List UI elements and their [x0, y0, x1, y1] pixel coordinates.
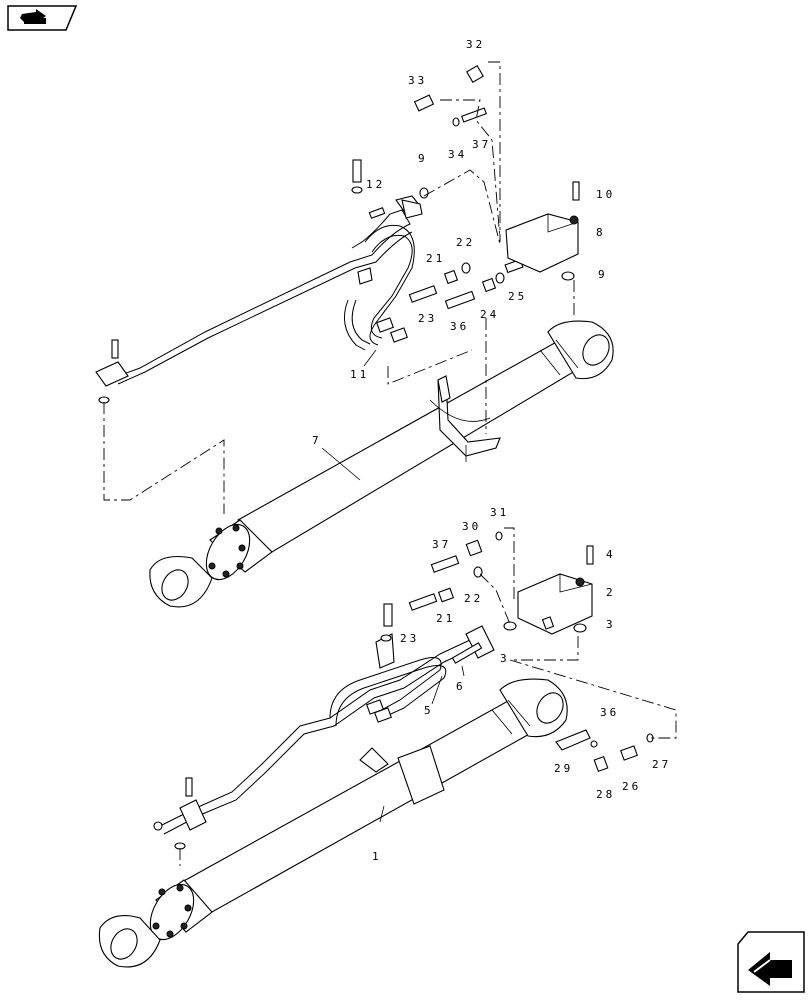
callout-4: 4: [606, 548, 616, 561]
lower-tube-assembly-5: [153, 625, 495, 835]
callout-6: 6: [456, 680, 466, 693]
callout-8: 8: [596, 226, 606, 239]
folder-arrow-icon: [7, 5, 78, 31]
callout-12: 12: [366, 178, 385, 191]
upper-small-parts: [98, 65, 580, 404]
callout-25: 25: [508, 290, 527, 303]
callout-2: 2: [606, 586, 616, 599]
callout-9-top: 9: [418, 152, 428, 165]
next-page-arrow-icon: [737, 931, 805, 993]
callout-29: 29: [554, 762, 573, 775]
callout-22-lower: 22: [464, 592, 483, 605]
upper-leader-lines: [103, 61, 575, 514]
callout-3-left: 3: [500, 652, 510, 665]
callout-23-upper: 23: [418, 312, 437, 325]
callout-26: 26: [622, 780, 641, 793]
lower-callouts: 31 30 37 4 2 22 21 23 3 3 6 5 36 29 26 2…: [372, 506, 671, 863]
folder-arrow-button[interactable]: [6, 4, 78, 32]
upper-cylinder-7: [149, 320, 614, 608]
callout-21-lower: 21: [436, 612, 455, 625]
callout-24: 24: [480, 308, 499, 321]
upper-tube-assembly-11: [95, 195, 423, 387]
callout-10: 10: [596, 188, 615, 201]
callout-9-right: 9: [598, 268, 608, 281]
callout-32: 32: [466, 38, 485, 51]
next-page-arrow-button[interactable]: [736, 930, 806, 994]
callout-27: 27: [652, 758, 671, 771]
upper-callouts: 32 33 34 37 9 12 10 8 22 21 25 9 23 36 2…: [312, 38, 615, 447]
lower-small-parts: [174, 531, 654, 850]
callout-37-lower: 37: [432, 538, 451, 551]
callout-22-upper: 22: [456, 236, 475, 249]
callout-28: 28: [596, 788, 615, 801]
callout-30: 30: [462, 520, 481, 533]
lower-leader-lines: [179, 527, 677, 866]
callout-23-lower: 23: [400, 632, 419, 645]
callout-34: 34: [448, 148, 467, 161]
lower-cylinder-1: [98, 678, 568, 968]
callout-1: 1: [372, 850, 382, 863]
callout-3-right: 3: [606, 618, 616, 631]
callout-7: 7: [312, 434, 322, 447]
callout-11: 11: [350, 368, 369, 381]
callout-37: 37: [472, 138, 491, 151]
callout-31: 31: [490, 506, 509, 519]
callout-36-lower: 36: [600, 706, 619, 719]
callout-5: 5: [424, 704, 434, 717]
callout-36-upper: 36: [450, 320, 469, 333]
callout-21-upper: 21: [426, 252, 445, 265]
callout-33: 33: [408, 74, 427, 87]
